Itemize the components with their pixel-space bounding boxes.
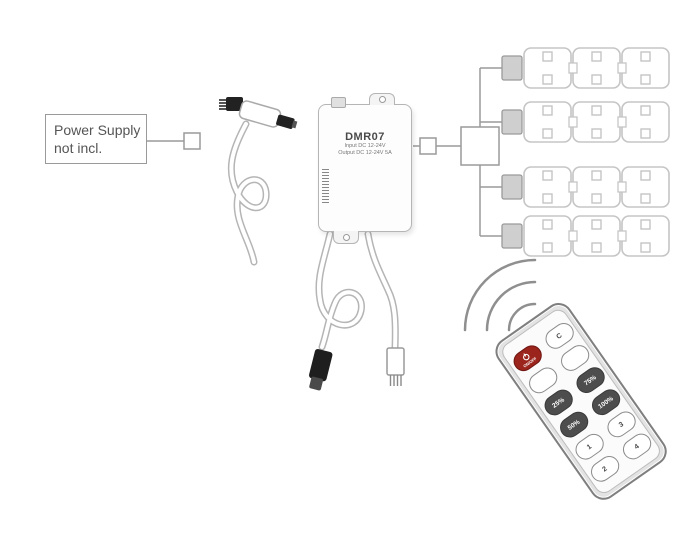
power-supply-note-line1: Power Supply — [54, 122, 141, 138]
led-chip — [640, 193, 651, 204]
led-chip — [542, 242, 553, 253]
connector-symbol-right — [419, 137, 437, 155]
led-chip — [640, 170, 651, 181]
led-chip — [591, 51, 602, 62]
led-chip — [542, 128, 553, 139]
led-strip-row — [480, 47, 670, 89]
screw-hole — [342, 233, 350, 241]
module-link — [568, 230, 578, 242]
led-chip — [542, 170, 553, 181]
led-chip — [591, 128, 602, 139]
dc-input-socket — [331, 97, 346, 108]
pin-connector-icon — [386, 347, 405, 386]
led-chip — [542, 105, 553, 116]
module-link — [617, 181, 627, 193]
led-chip — [591, 170, 602, 181]
module-link — [617, 116, 627, 128]
led-chip — [542, 74, 553, 85]
led-chip — [640, 51, 651, 62]
strip-connector — [501, 223, 523, 249]
led-chip — [591, 74, 602, 85]
mounting-tab-top — [369, 93, 395, 105]
power-supply-note: Power Supply not incl. — [45, 114, 147, 164]
power-adapter-cable — [219, 97, 298, 266]
module-link — [617, 230, 627, 242]
led-chip — [640, 242, 651, 253]
led-strip-row — [480, 166, 670, 208]
connector-symbol-left — [183, 132, 201, 150]
module-link — [568, 181, 578, 193]
channel-4-button: 4 — [618, 429, 655, 464]
led-chip — [640, 219, 651, 230]
led-chip — [542, 219, 553, 230]
led-strip-group — [480, 47, 670, 257]
power-button: ON/OFF — [509, 341, 546, 376]
barcode — [322, 169, 329, 205]
controller-cables — [309, 230, 405, 391]
power-icon — [523, 353, 530, 361]
led-chip — [640, 128, 651, 139]
usb-plug-icon — [309, 348, 333, 391]
module-link — [617, 62, 627, 74]
led-chip — [542, 51, 553, 62]
distribution-box — [460, 126, 500, 166]
barrel-plug-icon — [238, 100, 298, 129]
controller-model-label: DMR07 — [345, 131, 385, 143]
screw-hole — [378, 96, 386, 103]
signal-waves-icon — [463, 258, 537, 332]
led-chip — [591, 193, 602, 204]
led-strip-row — [480, 215, 670, 257]
controller-spec-output: Output DC 12-24V 5A — [338, 150, 392, 156]
led-chip — [640, 74, 651, 85]
led-chip — [591, 105, 602, 116]
led-chip — [542, 193, 553, 204]
strip-connector — [501, 174, 523, 200]
led-strip-row — [480, 101, 670, 143]
led-chip — [591, 242, 602, 253]
module-link — [568, 62, 578, 74]
strip-plug-icon — [219, 97, 243, 111]
mounting-tab-bottom — [333, 231, 359, 244]
strip-connector — [501, 55, 523, 81]
channel-2-button: 2 — [586, 452, 623, 486]
strip-connector — [501, 109, 523, 135]
led-chip — [591, 219, 602, 230]
power-supply-note-line2: not incl. — [54, 140, 103, 156]
module-link — [568, 116, 578, 128]
led-controller: DMR07 Input DC 12-24V Output DC 12-24V 5… — [318, 93, 412, 244]
led-chip — [640, 105, 651, 116]
controller-spec-input: Input DC 12-24V — [344, 143, 386, 149]
